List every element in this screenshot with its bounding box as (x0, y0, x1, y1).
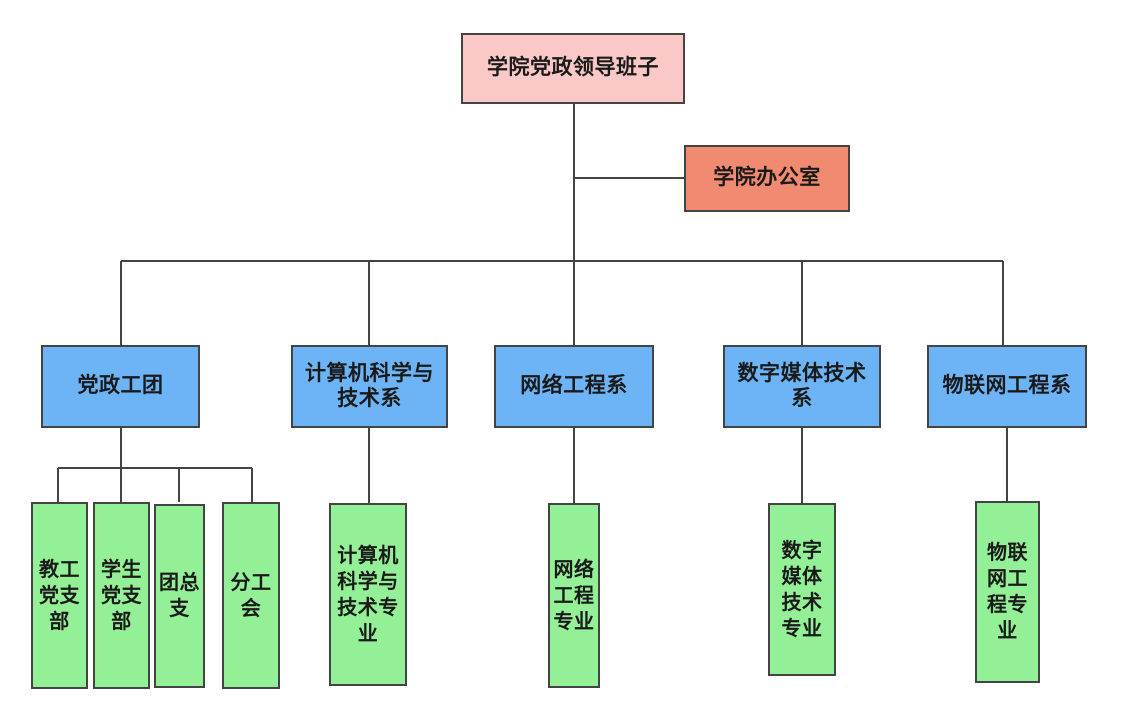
node-department-label: 计算机科学与技术系 (305, 361, 434, 410)
node-department-network-engineering[interactable]: 网络工程系 (494, 345, 654, 428)
node-branch-student-party[interactable]: 学生党支部 (93, 502, 150, 689)
node-department-label: 物联网工程系 (942, 374, 1072, 398)
node-branch-youth-league[interactable]: 团总支 (154, 504, 205, 688)
node-department-label: 数字媒体技术系 (737, 361, 867, 410)
node-branch-union[interactable]: 分工会 (222, 502, 280, 689)
node-major-iot-engineering[interactable]: 物联网工程专业 (975, 501, 1040, 683)
node-department-party-league[interactable]: 党政工团 (41, 345, 200, 428)
node-leaf-label: 分工会 (230, 571, 272, 620)
node-office-label: 学院办公室 (713, 166, 821, 190)
node-leaf-label: 物联网工程专业 (987, 542, 1028, 642)
node-root-leadership[interactable]: 学院党政领导班子 (461, 33, 685, 104)
node-leaf-label: 学生党支部 (101, 558, 142, 633)
node-major-network-engineering[interactable]: 网络工程专业 (548, 503, 600, 688)
node-leaf-label: 团总支 (159, 572, 200, 620)
node-leaf-label: 教工党支部 (39, 558, 80, 633)
node-department-label: 党政工团 (77, 374, 164, 398)
node-major-digital-media[interactable]: 数字媒体技术专业 (768, 503, 836, 676)
node-major-computer-science[interactable]: 计算机科学与技术专业 (329, 503, 407, 686)
node-leaf-label: 网络工程专业 (553, 558, 595, 633)
node-department-iot-engineering[interactable]: 物联网工程系 (927, 345, 1087, 428)
node-leaf-label: 计算机科学与技术专业 (337, 544, 399, 645)
node-root-label: 学院党政领导班子 (487, 56, 659, 80)
node-department-digital-media[interactable]: 数字媒体技术系 (723, 345, 881, 428)
node-branch-faculty-party[interactable]: 教工党支部 (31, 502, 88, 689)
node-department-computer-science[interactable]: 计算机科学与技术系 (291, 345, 448, 428)
node-college-office[interactable]: 学院办公室 (684, 145, 850, 212)
node-leaf-label: 数字媒体技术专业 (781, 539, 823, 640)
node-department-label: 网络工程系 (520, 374, 628, 398)
